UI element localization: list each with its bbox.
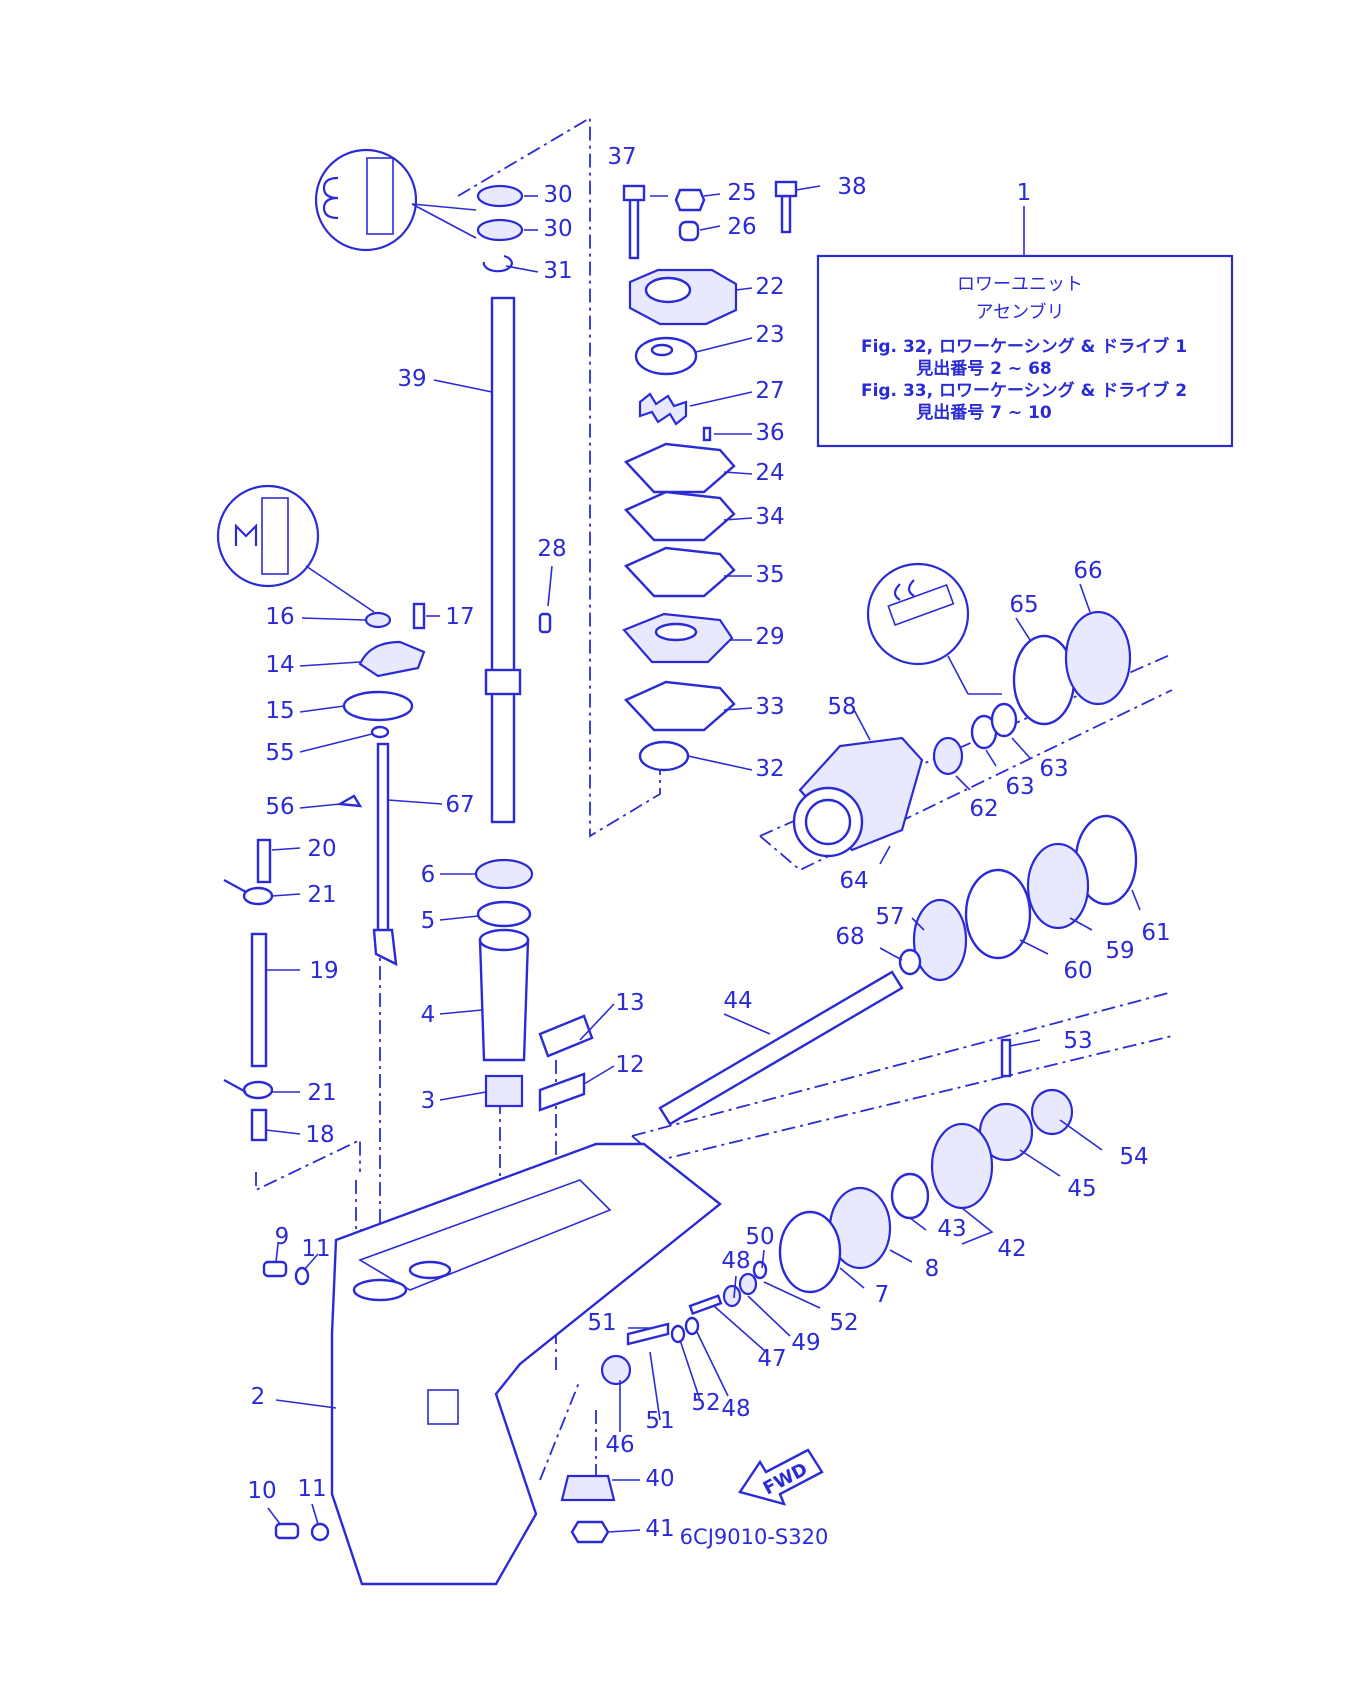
callout-50: 50 xyxy=(745,1224,774,1250)
callout-27: 27 xyxy=(755,378,784,404)
callout-68: 68 xyxy=(835,924,864,950)
callout-17: 17 xyxy=(445,604,474,630)
drive-shaft-parts xyxy=(474,184,594,1112)
callout-24: 24 xyxy=(755,460,784,486)
info-box-line-1: ロワーユニット xyxy=(957,274,1083,295)
info-box-line-4: 見出番号 2 ~ 68 xyxy=(915,358,1052,379)
callout-54: 54 xyxy=(1119,1144,1148,1170)
callout-55: 55 xyxy=(265,740,294,766)
callout-14: 14 xyxy=(265,652,294,678)
callout-36: 36 xyxy=(755,420,784,446)
leader-lines xyxy=(265,185,1141,1533)
info-box-line-2: アセンブリ xyxy=(975,301,1064,323)
callout-25: 25 xyxy=(727,180,756,206)
gear-carrier-parts xyxy=(560,610,1138,1544)
callout-30-lower: 30 xyxy=(543,216,572,242)
callout-33: 33 xyxy=(755,694,784,720)
callout-32: 32 xyxy=(755,756,784,782)
callout-41: 41 xyxy=(645,1516,674,1542)
callout-21-upper: 21 xyxy=(307,882,336,908)
detail-circle-right xyxy=(866,562,1002,695)
info-box-line-5: Fig. 33, ロワーケーシング & ドライブ 2 xyxy=(861,380,1187,401)
callout-35: 35 xyxy=(755,562,784,588)
callout-65: 65 xyxy=(1009,592,1038,618)
callout-63-left: 63 xyxy=(1005,774,1034,800)
callout-16: 16 xyxy=(265,604,294,630)
callout-34: 34 xyxy=(755,504,784,530)
callout-48-upper: 48 xyxy=(721,1248,750,1274)
callout-40: 40 xyxy=(645,1466,674,1492)
callout-44: 44 xyxy=(723,988,752,1014)
callout-53: 53 xyxy=(1063,1028,1092,1054)
callout-66: 66 xyxy=(1073,558,1102,584)
callout-1: 1 xyxy=(1017,180,1032,206)
callout-2: 2 xyxy=(251,1384,266,1410)
callout-26: 26 xyxy=(727,214,756,240)
info-box-line-6: 見出番号 7 ~ 10 xyxy=(915,402,1052,423)
callout-30-upper: 30 xyxy=(543,182,572,208)
callout-5: 5 xyxy=(421,908,436,934)
callout-29: 29 xyxy=(755,624,784,650)
callout-57: 57 xyxy=(875,904,904,930)
callout-52-lower: 52 xyxy=(691,1390,720,1416)
callout-42: 42 xyxy=(997,1236,1026,1262)
callout-51-lower: 51 xyxy=(645,1408,674,1434)
callout-labels: 1 2 3 4 5 6 7 8 9 10 11 11 12 13 14 15 1… xyxy=(247,144,1170,1542)
water-pump-parts xyxy=(622,180,798,772)
info-box-line-3: Fig. 32, ロワーケーシング & ドライブ 1 xyxy=(861,336,1187,357)
callout-12: 12 xyxy=(615,1052,644,1078)
detail-circle-left xyxy=(216,484,375,613)
callout-38: 38 xyxy=(837,174,866,200)
callout-11-upper: 11 xyxy=(301,1236,330,1262)
callout-67: 67 xyxy=(445,792,474,818)
shift-rod-parts xyxy=(223,602,426,1142)
callout-46: 46 xyxy=(605,1432,634,1458)
callout-61: 61 xyxy=(1141,920,1170,946)
callout-45: 45 xyxy=(1067,1176,1096,1202)
callout-43: 43 xyxy=(937,1216,966,1242)
callout-20: 20 xyxy=(307,836,336,862)
callout-7: 7 xyxy=(875,1282,890,1308)
callout-63-right: 63 xyxy=(1039,756,1068,782)
callout-58: 58 xyxy=(827,694,856,720)
callout-56: 56 xyxy=(265,794,294,820)
callout-9: 9 xyxy=(275,1224,290,1250)
callout-23: 23 xyxy=(755,322,784,348)
callout-21-lower: 21 xyxy=(307,1080,336,1106)
fastener-parts xyxy=(262,1260,330,1542)
callout-18: 18 xyxy=(305,1122,334,1148)
callout-28: 28 xyxy=(537,536,566,562)
callout-39: 39 xyxy=(397,366,426,392)
callout-64: 64 xyxy=(839,868,868,894)
fwd-arrow-icon: FWD xyxy=(738,1448,824,1506)
callout-4: 4 xyxy=(421,1002,436,1028)
lower-casing xyxy=(330,1142,722,1586)
callout-48-lower: 48 xyxy=(721,1396,750,1422)
callout-47: 47 xyxy=(757,1346,786,1372)
callout-52-upper: 52 xyxy=(829,1310,858,1336)
callout-13: 13 xyxy=(615,990,644,1016)
callout-8: 8 xyxy=(925,1256,940,1282)
diagram-code: 6CJ9010-S320 xyxy=(680,1525,829,1549)
callout-60: 60 xyxy=(1063,958,1092,984)
callout-19: 19 xyxy=(309,958,338,984)
callout-3: 3 xyxy=(421,1088,436,1114)
callout-10: 10 xyxy=(247,1478,276,1504)
callout-6: 6 xyxy=(421,862,436,888)
callout-37: 37 xyxy=(607,144,636,170)
callout-11-lower: 11 xyxy=(297,1476,326,1502)
callout-31: 31 xyxy=(543,258,572,284)
detail-circle-top xyxy=(314,148,477,252)
callout-15: 15 xyxy=(265,698,294,724)
callout-62: 62 xyxy=(969,796,998,822)
callout-51-upper: 51 xyxy=(587,1310,616,1336)
callout-22: 22 xyxy=(755,274,784,300)
callout-59: 59 xyxy=(1105,938,1134,964)
callout-49: 49 xyxy=(791,1330,820,1356)
assembly-info-box: ロワーユニット アセンブリ Fig. 32, ロワーケーシング & ドライブ 1… xyxy=(816,206,1234,448)
